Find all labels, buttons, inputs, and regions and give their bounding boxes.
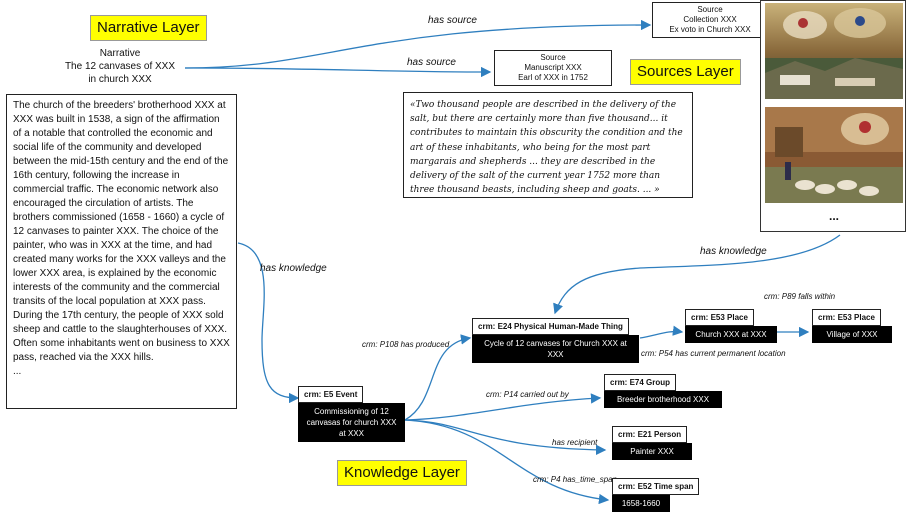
node-e5-class: crm: E5 Event (298, 386, 364, 403)
edge-p4 (404, 419, 610, 505)
images-ellipsis: ... (828, 209, 839, 223)
node-e24-class: crm: E24 Physical Human-Made Thing (472, 318, 629, 335)
source-images-frame: ... (760, 0, 906, 232)
sources-layer-label: Sources Layer (630, 59, 741, 85)
ex-voto-painting-2 (765, 107, 903, 203)
node-e53-village: crm: E53 Place Village of XXX (812, 307, 892, 343)
source-collection-line1: Source (697, 5, 723, 14)
edge-p14 (404, 393, 602, 421)
edge-label-p89: crm: P89 falls within (764, 292, 836, 301)
source-manuscript-line2: Manuscript XXX (524, 63, 582, 72)
node-e52-class: crm: E52 Time span (612, 478, 700, 495)
node-e74-class: crm: E74 Group (604, 374, 677, 391)
node-e52-timespan: crm: E52 Time span 1658-1660 (612, 476, 700, 512)
edge-p108 (404, 334, 472, 421)
edge-label-p4: crm: P4 has_time_span (533, 475, 618, 484)
edge-sources-has-knowledge (553, 234, 841, 315)
node-e52-instance: 1658-1660 (612, 495, 670, 512)
knowledge-layer-label: Knowledge Layer (337, 460, 467, 486)
narrative-text-box: The church of the breeders' brotherhood … (6, 94, 237, 409)
edge-has-source-manuscript (184, 66, 492, 78)
node-e21-instance: Painter XXX (612, 443, 692, 460)
source-collection-line2: Collection XXX (683, 15, 737, 24)
source-quote-box: «Two thousand people are described in th… (403, 92, 693, 198)
edge-label-has-recipient: has recipient (552, 438, 598, 447)
edge-label-p108: crm: P108 has produced (362, 340, 450, 349)
ex-voto-painting-1 (765, 3, 903, 99)
node-e5-event: crm: E5 Event Commissioning of 12 canvas… (298, 384, 405, 442)
node-e21-person: crm: E21 Person Painter XXX (612, 424, 692, 460)
node-e53-church-class: crm: E53 Place (685, 309, 754, 326)
node-e24-instance: Cycle of 12 canvases for Church XXX at X… (472, 335, 639, 363)
edge-label-p14: crm: P14 carried out by (486, 390, 569, 399)
narrative-title: Narrative The 12 canvases of XXX in chur… (55, 47, 185, 86)
node-e53-church-instance: Church XXX at XXX (685, 326, 777, 343)
edge-label-has-knowledge-2: has knowledge (700, 246, 767, 257)
edge-label-p54: crm: P54 has current permanent location (641, 349, 786, 358)
edge-label-has-source-1: has source (428, 15, 477, 26)
node-e24-thing: crm: E24 Physical Human-Made Thing Cycle… (472, 316, 639, 363)
narrative-layer-label: Narrative Layer (90, 15, 207, 41)
edge-narrative-has-knowledge (237, 242, 300, 404)
edge-label-has-source-2: has source (407, 57, 456, 68)
edge-label-has-knowledge-1: has knowledge (260, 263, 327, 274)
node-e21-class: crm: E21 Person (612, 426, 688, 443)
source-collection-line3: Ex voto in Church XXX (669, 25, 751, 34)
source-manuscript-box: Source Manuscript XXX Earl of XXX in 175… (494, 50, 612, 86)
node-e53-church: crm: E53 Place Church XXX at XXX (685, 307, 777, 343)
node-e74-instance: Breeder brotherhood XXX (604, 391, 722, 408)
narrative-title-line2: The 12 canvases of XXX (64, 61, 176, 72)
narrative-title-line3: in church XXX (88, 74, 152, 85)
edge-has-source-collection (184, 19, 652, 69)
edge-p54 (639, 325, 684, 339)
source-manuscript-line3: Earl of XXX in 1752 (518, 73, 588, 82)
source-collection-box: Source Collection XXX Ex voto in Church … (652, 2, 768, 38)
narrative-title-line1: Narrative (99, 48, 141, 59)
node-e53-village-class: crm: E53 Place (812, 309, 881, 326)
node-e74-group: crm: E74 Group Breeder brotherhood XXX (604, 372, 722, 408)
source-manuscript-line1: Source (540, 53, 566, 62)
node-e53-village-instance: Village of XXX (812, 326, 892, 343)
node-e5-instance: Commissioning of 12 canvasas for church … (298, 403, 405, 442)
